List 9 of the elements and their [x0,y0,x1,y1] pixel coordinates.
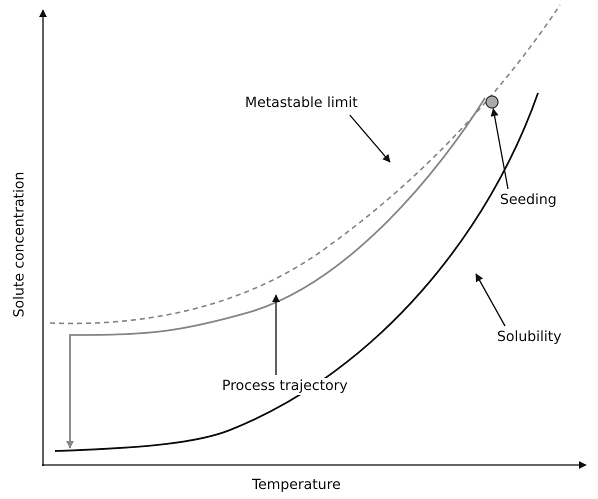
leader-line [349,114,391,163]
callout-label: Solubility [497,329,562,346]
leader-line [475,273,506,326]
leader-line [272,294,280,375]
axis-title: Temperature [252,477,341,494]
metastable-limit-curve [50,4,561,324]
axis-title: Solute concentration [12,170,28,320]
leader-line [490,108,509,190]
seeding-point [485,95,499,109]
